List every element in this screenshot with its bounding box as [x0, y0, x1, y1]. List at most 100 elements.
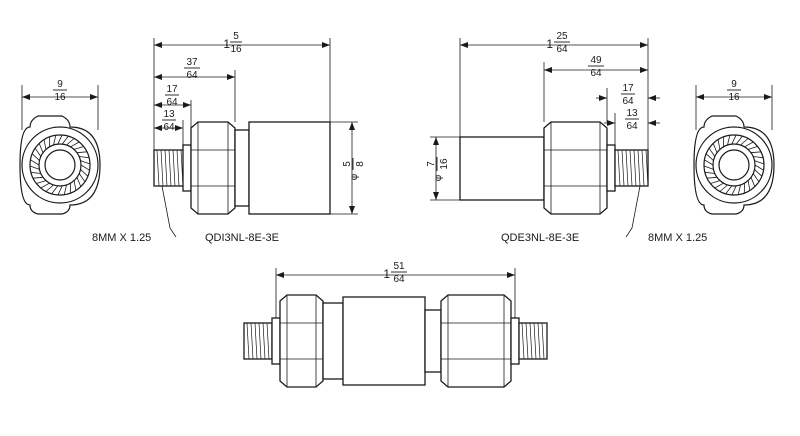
hatch-line	[79, 156, 90, 159]
svg-text:1: 1	[383, 267, 390, 281]
hatch-line	[737, 184, 741, 195]
left-17-dim: 17 64	[165, 84, 179, 108]
hatch-line	[78, 173, 86, 183]
hatch-line	[735, 135, 743, 145]
hatch-line	[34, 147, 42, 157]
hatch-line	[36, 180, 47, 184]
right-thread-lines	[617, 149, 649, 187]
thread-line	[521, 322, 525, 360]
bottom-right-thread-lines	[521, 322, 545, 360]
left-thread-leader	[161, 185, 177, 238]
svg-text:8: 8	[355, 161, 366, 167]
thread-line	[621, 149, 625, 187]
hatch-line	[714, 182, 724, 189]
left-end-hatching	[29, 134, 91, 196]
svg-text:64: 64	[622, 96, 634, 107]
left-collar	[182, 144, 192, 192]
svg-text:1: 1	[546, 37, 553, 51]
svg-text:13: 13	[163, 109, 175, 120]
right-end-hatching	[703, 134, 765, 196]
thread-line	[176, 149, 180, 187]
svg-text:64: 64	[186, 70, 198, 81]
hatch-line	[57, 185, 63, 196]
svg-text:49: 49	[590, 55, 602, 66]
left-tube	[248, 121, 331, 215]
bottom-right-neck	[424, 309, 442, 373]
svg-text:37: 37	[186, 57, 198, 68]
svg-text:13: 13	[626, 108, 638, 119]
hatch-line	[73, 146, 84, 150]
thread-line	[525, 322, 529, 360]
bottom-left-thread-lines	[246, 322, 270, 360]
hatch-line	[51, 185, 59, 195]
thread-line	[258, 322, 262, 360]
hatch-line	[57, 134, 63, 145]
right-thread-label: 8MM X 1.25	[648, 232, 707, 244]
thread-line	[254, 322, 258, 360]
thread-line	[250, 322, 254, 360]
hatch-line	[747, 180, 751, 191]
svg-text:9: 9	[731, 79, 737, 90]
thread-line	[633, 149, 637, 187]
hatch-line	[705, 153, 714, 161]
hatch-line	[61, 135, 69, 145]
svg-text:64: 64	[166, 97, 178, 108]
hatch-line	[752, 173, 760, 183]
thread-line	[156, 149, 160, 187]
hatch-line	[70, 141, 80, 148]
right-diameter-dim: φ 7 16	[426, 157, 450, 181]
hatch-line	[80, 164, 90, 171]
thread-line	[617, 149, 621, 187]
bottom-left-collar	[271, 317, 281, 365]
hatch-line	[73, 180, 77, 191]
thread-line	[529, 322, 533, 360]
svg-text:16: 16	[230, 44, 242, 55]
left-diameter-dim: φ 5 8	[342, 158, 366, 180]
hatch-line	[731, 134, 737, 145]
svg-text:16: 16	[728, 92, 740, 103]
right-49-dim: 49 64	[588, 55, 604, 79]
hatch-line	[40, 182, 50, 189]
hatch-line	[53, 135, 57, 146]
svg-text:64: 64	[393, 274, 405, 285]
hatch-line	[750, 177, 756, 187]
left-side-view: 1 5 16 37 64 17 64 13 64	[92, 31, 366, 244]
left-13-dim: 13 64	[162, 109, 176, 133]
hatch-line	[30, 159, 40, 166]
hatch-line	[63, 184, 67, 195]
right-end-bore	[718, 149, 750, 181]
hatch-line	[38, 143, 44, 153]
svg-text:64: 64	[163, 122, 175, 133]
hatch-line	[712, 143, 718, 153]
left-37-dim: 37 64	[184, 57, 200, 81]
hatch-line	[43, 139, 47, 150]
right-thread-leader	[625, 185, 641, 238]
left-thread-label: 8MM X 1.25	[92, 232, 151, 244]
thread-line	[172, 149, 176, 187]
hatch-line	[45, 184, 54, 192]
left-overall-dim: 1 5 16	[223, 31, 242, 55]
hatch-line	[80, 169, 89, 177]
hatch-line	[704, 171, 715, 174]
left-neck	[234, 129, 250, 207]
hatch-line	[29, 165, 40, 170]
right-part-number: QDE3NL-8E-3E	[501, 232, 579, 244]
svg-text:64: 64	[626, 121, 638, 132]
thread-line	[641, 149, 645, 187]
thread-line	[168, 149, 172, 187]
thread-line	[160, 149, 164, 187]
bottom-assembly-view: 1 51 64	[243, 261, 548, 388]
svg-text:64: 64	[590, 68, 602, 79]
thread-line	[637, 149, 641, 187]
hatch-line	[740, 138, 749, 146]
hatch-line	[31, 153, 40, 161]
hatch-line	[706, 176, 718, 179]
bottom-right-hex	[440, 294, 512, 388]
hatch-line	[754, 164, 764, 171]
right-end-hex-outline	[693, 115, 775, 215]
hatch-line	[704, 159, 714, 166]
right-collar	[606, 144, 616, 192]
left-end-outer-circle	[21, 126, 99, 204]
left-end-ring-outer	[29, 134, 91, 196]
